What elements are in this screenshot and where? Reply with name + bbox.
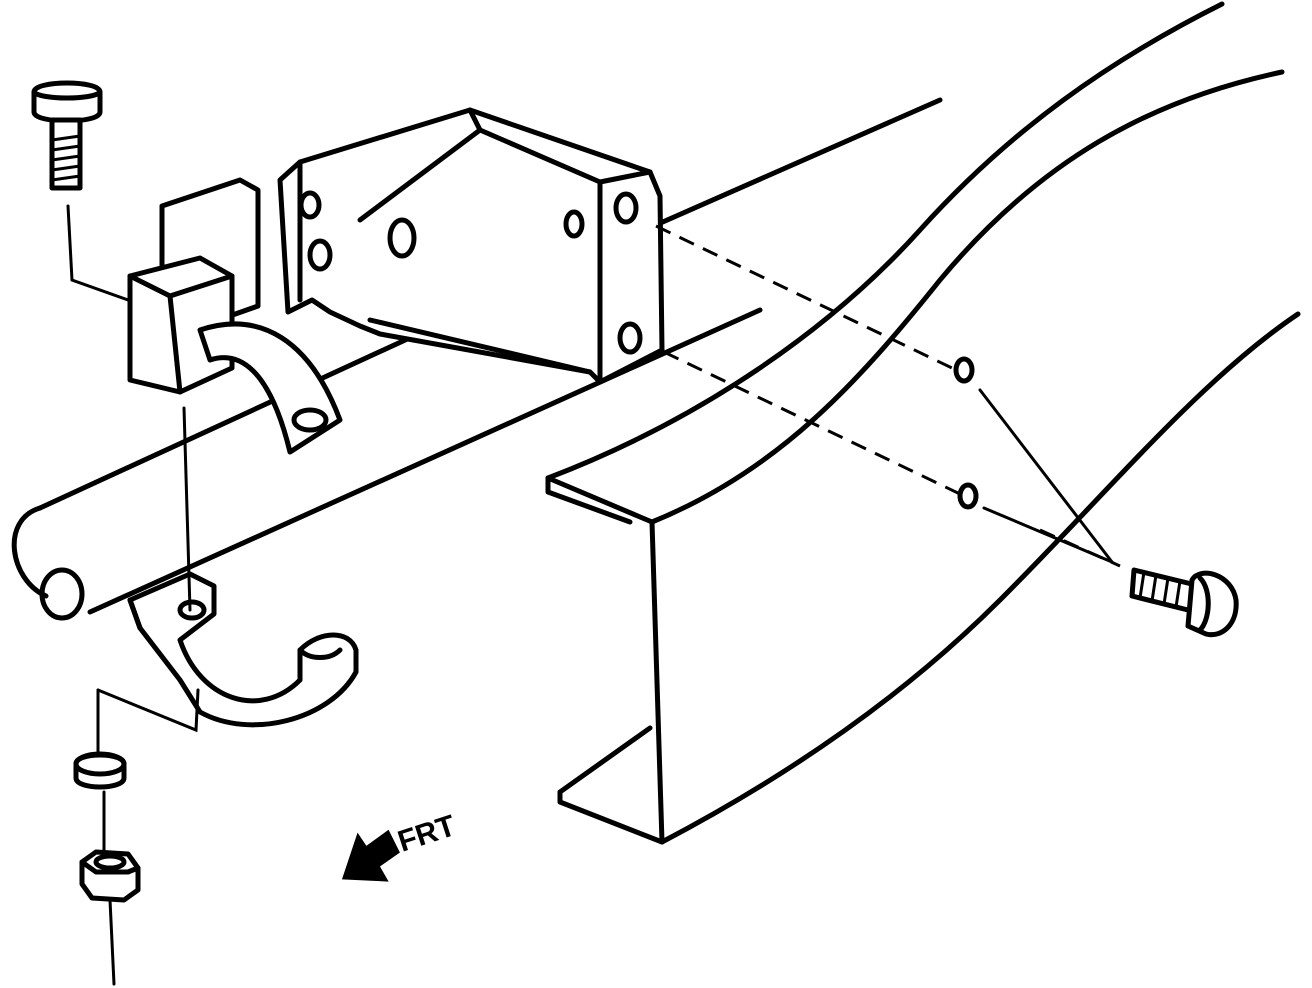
bracket-bolt-hole [613, 191, 639, 225]
leader-line [182, 406, 192, 612]
leader-line [96, 688, 200, 733]
leader-line [108, 898, 116, 986]
bracket-bolt-hole [617, 321, 643, 355]
bracket-hole [563, 209, 585, 239]
assembly-path [663, 350, 961, 496]
frame-washer [957, 482, 979, 510]
clamp-slot [291, 407, 329, 433]
bracket-hole [307, 238, 333, 272]
frame-rail [545, 1, 1301, 845]
lower-clamp-hole [177, 599, 207, 621]
upper-clamp [127, 177, 343, 455]
lock-washer [73, 751, 127, 790]
frame-washer [953, 356, 975, 384]
leader-line [982, 506, 1114, 564]
mounting-bracket [277, 107, 665, 385]
bracket-hole [298, 190, 322, 220]
side-bolt [1129, 567, 1239, 638]
bracket-hole [387, 217, 417, 259]
leader-line [978, 388, 1114, 564]
clamp-bolt [31, 80, 103, 191]
front-direction-indicator: FRT [341, 809, 460, 882]
assembly-path [655, 224, 953, 370]
leader-line [66, 204, 130, 302]
arrow-icon [341, 829, 400, 882]
lower-clamp [127, 571, 359, 728]
front-label: FRT [394, 809, 460, 858]
hex-nut [79, 849, 141, 903]
